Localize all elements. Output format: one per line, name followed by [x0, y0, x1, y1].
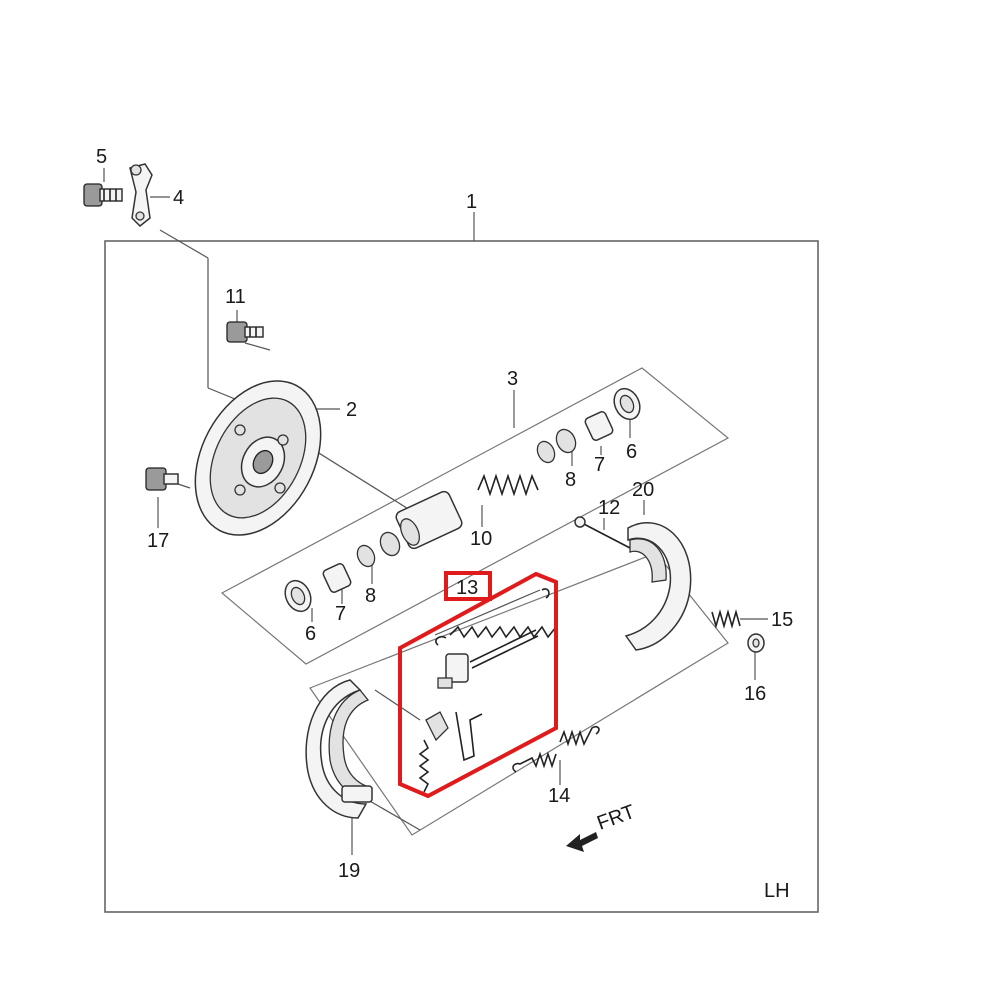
callout-14: 14 [548, 785, 570, 807]
front-direction-arrow [566, 832, 598, 852]
wheel-cylinder-parts [284, 387, 641, 613]
callout-6b: 6 [305, 623, 316, 645]
callout-13-highlight [444, 571, 492, 601]
part-13-highlight-region [398, 571, 558, 799]
bleeder-screw [83, 183, 123, 207]
callout-8b: 8 [365, 585, 376, 607]
callout-4: 4 [173, 187, 184, 209]
backing-plate [194, 380, 322, 536]
callout-19: 19 [338, 860, 360, 882]
pin-12 [574, 516, 631, 549]
side-label: LH [764, 880, 790, 902]
front-label: FRT [594, 801, 638, 835]
callout-7a: 7 [594, 454, 605, 476]
callout-16: 16 [744, 683, 766, 705]
spring-15 [711, 609, 741, 629]
brake-shoe-20 [624, 522, 692, 651]
callout-10: 10 [470, 528, 492, 550]
callout-20: 20 [632, 479, 654, 501]
adjuster-kit-13 [418, 588, 557, 793]
callout-6a: 6 [626, 441, 637, 463]
brake-shoe-19 [305, 679, 373, 819]
callout-1: 1 [466, 191, 477, 213]
bolt-11 [226, 321, 264, 343]
callout-17: 17 [147, 530, 169, 552]
callout-2: 2 [346, 399, 357, 421]
callout-11: 11 [225, 286, 246, 308]
leader-lines [103, 168, 768, 855]
shoe-spring-panel [309, 552, 729, 836]
spring-14 [512, 725, 600, 773]
callout-8a: 8 [565, 469, 576, 491]
assembly-frame [104, 240, 819, 913]
wheel-cylinder-panel [220, 367, 730, 665]
callout-13: 13 [456, 577, 478, 599]
callout-5: 5 [96, 146, 107, 168]
clip-16 [747, 633, 765, 653]
callout-12: 12 [598, 497, 620, 519]
bracket [129, 163, 153, 228]
fitting-17 [145, 467, 179, 491]
callout-3: 3 [507, 368, 518, 390]
callout-15: 15 [771, 609, 793, 631]
callout-7b: 7 [335, 603, 346, 625]
